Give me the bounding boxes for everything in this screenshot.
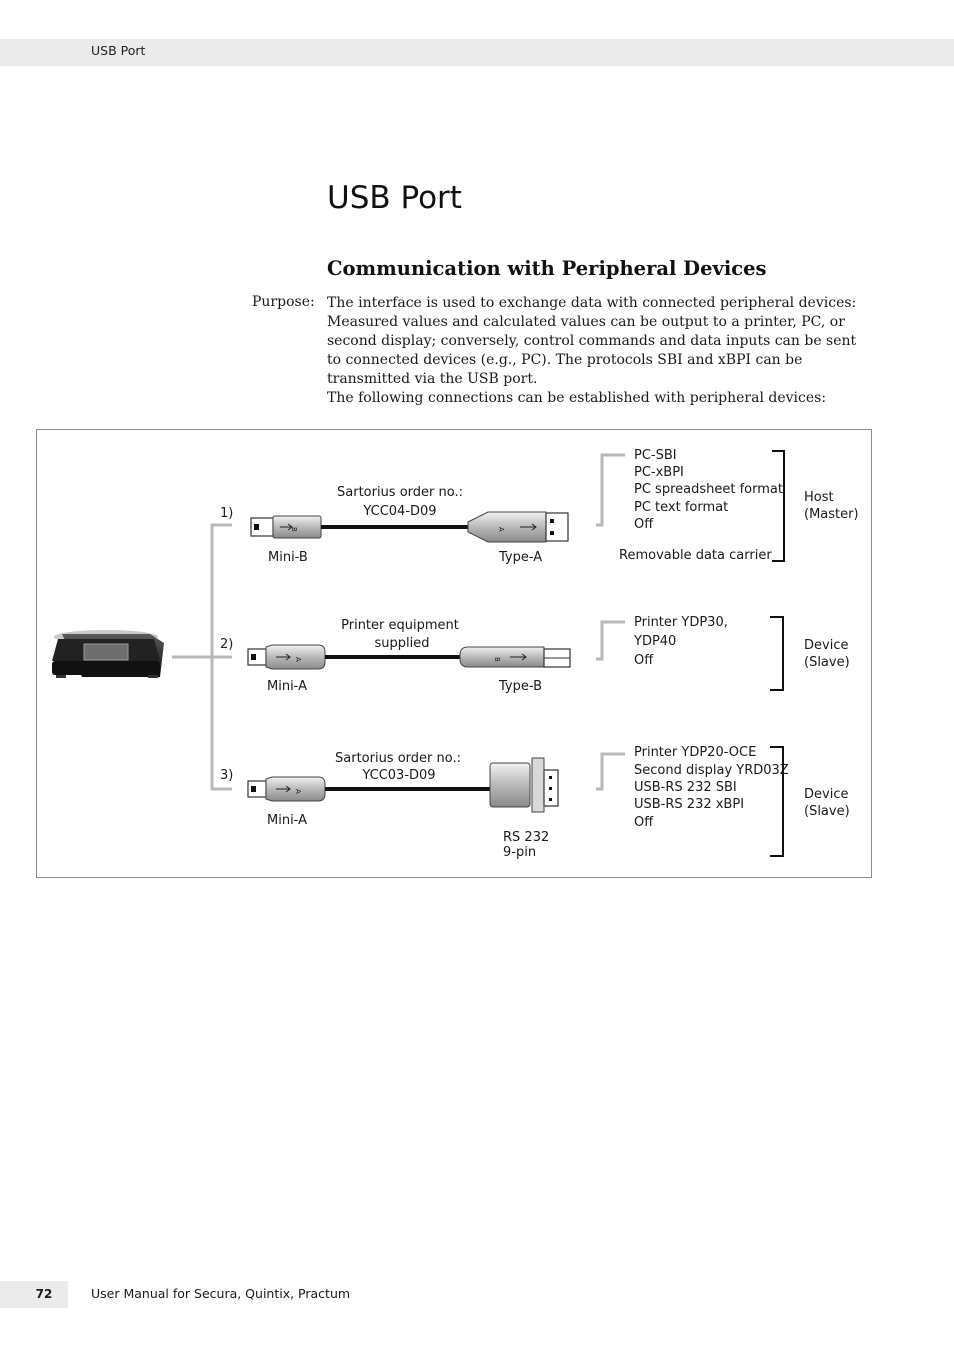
device-option: Printer YDP30,: [634, 615, 728, 630]
balance-scale-icon: [52, 630, 164, 678]
role-label-line1: Device: [804, 787, 848, 802]
connection-number: 2): [220, 637, 233, 652]
purpose-text: The interface is used to exchange data w…: [327, 295, 857, 387]
device-option: Off: [634, 653, 654, 668]
device-option: Off: [634, 517, 654, 532]
plug-letter: B: [290, 527, 298, 532]
plug-letter: A: [294, 657, 302, 662]
device-option: PC-SBI: [634, 448, 677, 463]
device-option: Second display YRD03Z: [634, 763, 789, 778]
connections-intro: The following connections can be establi…: [327, 390, 827, 406]
right-connector-label: Type-A: [498, 550, 542, 565]
page-number: 72: [35, 1287, 53, 1301]
footer-page-box: 72: [0, 1281, 68, 1308]
left-connector-label: Mini-B: [268, 550, 308, 565]
cable-label-line1: Printer equipment: [341, 618, 459, 633]
role-label-line2: (Slave): [804, 655, 850, 670]
device-extra-option: Removable data carrier: [619, 548, 772, 563]
plug-letter: B: [493, 657, 501, 662]
connection-2: 2) A B Printer equipment supplied Mini-A…: [220, 615, 850, 694]
rs232-connector-icon: [489, 757, 559, 813]
device-option: USB-RS 232 xBPI: [634, 797, 744, 812]
footer-text: User Manual for Secura, Quintix, Practum: [91, 1286, 351, 1301]
connection-number: 1): [220, 506, 233, 521]
mini-b-plug-icon: B: [250, 515, 322, 539]
plug-letter: A: [497, 527, 505, 532]
device-option: PC text format: [634, 500, 728, 515]
connection-3: 3) A Sartorius order no.: YCC03-D09 Mini…: [220, 745, 850, 860]
connection-1: 1) B A Sartorius order no.: YCC04-D09 Mi…: [220, 448, 859, 565]
left-connector-label: Mini-A: [267, 679, 307, 694]
role-label-line2: (Slave): [804, 804, 850, 819]
device-option: Printer YDP20-OCE: [634, 745, 756, 760]
device-bracket: [596, 752, 625, 791]
cable-label-line1: Sartorius order no.:: [335, 751, 461, 766]
cable-label-line2: YCC04-D09: [362, 504, 436, 519]
role-label-line1: Host: [804, 490, 834, 505]
mini-a-plug-icon: A: [247, 776, 326, 802]
role-bracket: [770, 746, 784, 857]
diagram-frame: [36, 429, 872, 878]
connection-number: 3): [220, 768, 233, 783]
device-option: PC-xBPI: [634, 465, 684, 480]
device-bracket: [596, 453, 625, 527]
role-label-line1: Device: [804, 638, 848, 653]
header-section-label: USB Port: [91, 43, 146, 58]
cable-label-line2: supplied: [375, 636, 430, 651]
purpose-label: Purpose:: [252, 294, 315, 310]
mini-a-plug-icon: A: [247, 644, 326, 670]
branch-lines: [172, 523, 232, 791]
right-connector-label-line2: 9-pin: [503, 845, 536, 860]
type-a-plug-icon: A: [467, 511, 569, 543]
role-bracket: [770, 616, 784, 691]
header-bar: USB Port: [0, 39, 954, 66]
page-title: USB Port: [327, 180, 462, 216]
section-title: Communication with Peripheral Devices: [327, 257, 767, 280]
right-connector-label: RS 232: [503, 830, 549, 845]
device-option: USB-RS 232 SBI: [634, 780, 737, 795]
right-connector-label: Type-B: [498, 679, 542, 694]
device-option: Off: [634, 815, 654, 830]
plug-letter: A: [294, 789, 302, 794]
role-label-line2: (Master): [804, 507, 859, 522]
type-b-plug-icon: B: [459, 646, 571, 668]
left-connector-label: Mini-A: [267, 813, 307, 828]
device-bracket: [596, 620, 625, 661]
role-bracket: [772, 450, 785, 562]
cable-label-line2: YCC03-D09: [361, 768, 435, 783]
cable-label-line1: Sartorius order no.:: [337, 485, 463, 500]
connection-diagram: 1) B A Sartorius order no.: YCC04-D09 Mi…: [36, 429, 872, 878]
device-option: PC spreadsheet format: [634, 482, 783, 497]
device-option: YDP40: [633, 634, 676, 649]
